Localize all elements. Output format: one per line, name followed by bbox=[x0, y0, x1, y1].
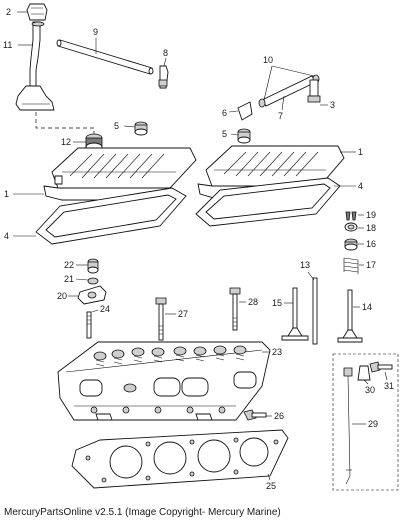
callout-21[interactable]: 21 bbox=[64, 274, 74, 284]
callout-5a[interactable]: 5 bbox=[114, 121, 119, 131]
grommet-left[interactable] bbox=[134, 121, 148, 136]
callout-3[interactable]: 3 bbox=[330, 100, 335, 110]
callout-27[interactable]: 27 bbox=[178, 309, 188, 319]
callout-1a[interactable]: 1 bbox=[4, 189, 9, 199]
rocker-stud[interactable] bbox=[86, 311, 92, 339]
callout-8[interactable]: 8 bbox=[163, 48, 168, 58]
callout-5b[interactable]: 5 bbox=[222, 129, 227, 139]
callout-31[interactable]: 31 bbox=[384, 381, 394, 391]
callout-22[interactable]: 22 bbox=[64, 260, 74, 270]
head-bolt-long[interactable] bbox=[155, 297, 167, 341]
callout-18[interactable]: 18 bbox=[366, 223, 376, 233]
valve-keepers[interactable] bbox=[345, 211, 357, 221]
callout-10[interactable]: 10 bbox=[263, 55, 273, 65]
callout-30[interactable]: 30 bbox=[365, 385, 375, 395]
bolt-31[interactable] bbox=[369, 361, 393, 373]
callout-19[interactable]: 19 bbox=[366, 210, 376, 220]
valve-seal[interactable] bbox=[344, 222, 358, 232]
pcv-valve[interactable] bbox=[158, 65, 169, 89]
breather-fitting[interactable] bbox=[307, 79, 321, 103]
head-bolt[interactable] bbox=[229, 287, 241, 331]
callout-9[interactable]: 9 bbox=[93, 27, 98, 37]
callout-23[interactable]: 23 bbox=[272, 347, 282, 357]
rocker-nut[interactable] bbox=[87, 258, 99, 274]
intake-valve[interactable] bbox=[281, 287, 309, 341]
valve-spring-cap[interactable] bbox=[344, 238, 358, 251]
pcv-hose[interactable] bbox=[56, 39, 154, 75]
head-gasket[interactable] bbox=[71, 429, 289, 489]
callout-20[interactable]: 20 bbox=[57, 291, 67, 301]
rocker-ball[interactable] bbox=[87, 277, 99, 285]
inset-box bbox=[332, 353, 399, 491]
exhaust-valve[interactable] bbox=[337, 289, 363, 343]
cylinder-head[interactable] bbox=[57, 341, 271, 421]
valve-cover-gasket-left[interactable] bbox=[35, 187, 187, 245]
dipstick-tube[interactable] bbox=[343, 367, 353, 485]
callout-4b[interactable]: 4 bbox=[358, 181, 363, 191]
callout-25[interactable]: 25 bbox=[266, 481, 276, 491]
callout-24[interactable]: 24 bbox=[100, 304, 110, 314]
callout-2[interactable]: 2 bbox=[6, 7, 11, 17]
oil-fill-tube[interactable] bbox=[15, 21, 55, 111]
callout-6[interactable]: 6 bbox=[222, 108, 227, 118]
bolt-26[interactable] bbox=[243, 409, 267, 421]
callout-1b[interactable]: 1 bbox=[358, 147, 363, 157]
callout-4a[interactable]: 4 bbox=[4, 231, 9, 241]
breather-hose[interactable] bbox=[258, 74, 320, 108]
callout-16[interactable]: 16 bbox=[366, 239, 376, 249]
callout-13[interactable]: 13 bbox=[300, 260, 310, 270]
callout-11[interactable]: 11 bbox=[3, 40, 12, 50]
clip-30[interactable] bbox=[357, 365, 371, 381]
copyright-notice: MercuryPartsOnline v2.5.1 (Image Copyrig… bbox=[4, 507, 281, 518]
callout-26[interactable]: 26 bbox=[274, 411, 284, 421]
callout-17[interactable]: 17 bbox=[366, 260, 376, 270]
grommet-right[interactable] bbox=[237, 128, 251, 144]
callout-29[interactable]: 29 bbox=[368, 419, 378, 429]
rocker-arm[interactable] bbox=[77, 285, 107, 305]
callout-14[interactable]: 14 bbox=[362, 302, 372, 312]
callout-15[interactable]: 15 bbox=[272, 298, 282, 308]
callout-28[interactable]: 28 bbox=[248, 297, 258, 307]
callout-7[interactable]: 7 bbox=[278, 111, 283, 121]
oil-fill-cap[interactable] bbox=[26, 3, 48, 21]
callout-12[interactable]: 12 bbox=[61, 137, 71, 147]
pushrod[interactable] bbox=[312, 277, 318, 345]
breather-elbow[interactable] bbox=[237, 101, 253, 121]
valve-spring[interactable] bbox=[343, 257, 359, 274]
